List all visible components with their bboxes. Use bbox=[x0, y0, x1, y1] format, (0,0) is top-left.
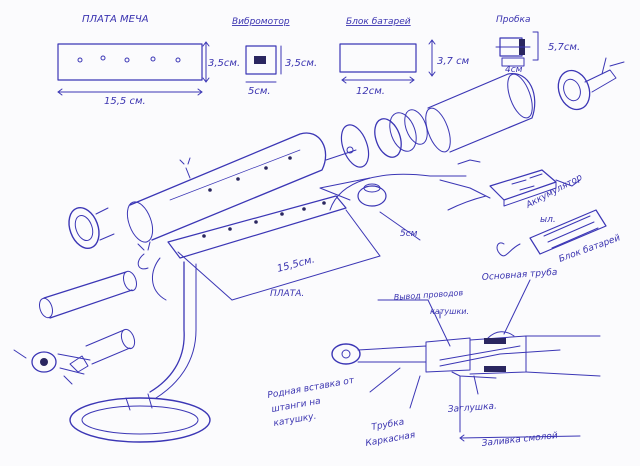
board-label: ПЛАТА. bbox=[270, 289, 304, 299]
battery-tube-section bbox=[374, 109, 428, 158]
battery-title: Блок батарей bbox=[346, 17, 411, 27]
cork-width-label: 4см bbox=[505, 65, 523, 75]
frame-tube-label-2: Каркасная bbox=[365, 430, 417, 449]
detail-leader-lines bbox=[369, 279, 581, 442]
shaft-and-coil bbox=[69, 241, 211, 443]
accumulator-label2: ыл. bbox=[540, 215, 556, 225]
vibro-motor-drawing bbox=[245, 45, 282, 83]
battery-height-label: 3,7 см bbox=[437, 56, 470, 67]
cork-drawing bbox=[495, 31, 539, 67]
main-tube-label: Основная труба bbox=[482, 268, 558, 283]
board-height-label: 3,5см. bbox=[208, 58, 240, 69]
accumulator-label: Аккумулятор bbox=[524, 173, 585, 212]
left-tube-bottom bbox=[85, 328, 136, 365]
front-ring bbox=[68, 206, 115, 250]
end-cap bbox=[557, 57, 625, 111]
left-tube-top bbox=[39, 270, 137, 319]
battery-holder-drawing bbox=[496, 209, 607, 257]
battery-block-drawing bbox=[339, 39, 436, 84]
battery-length-label: 12см. bbox=[356, 86, 385, 97]
cork-title: Пробка bbox=[496, 15, 531, 25]
coil-output-label: Вывод проводов bbox=[394, 288, 464, 302]
vibro-title: Вибромотор bbox=[232, 17, 290, 27]
board-drawing bbox=[57, 41, 210, 96]
detail-assembly bbox=[331, 331, 601, 379]
vibro-width-label: 5см. bbox=[248, 86, 271, 97]
vibro-tube-section bbox=[325, 124, 370, 168]
insert-label-3: катушку. bbox=[273, 412, 317, 429]
coil-output-label2: катушки. bbox=[430, 307, 469, 316]
board-tube bbox=[126, 132, 327, 243]
board-dimension-line bbox=[177, 209, 381, 301]
accumulator-drawing bbox=[489, 169, 581, 207]
foam-fill-label: Заливка смолой bbox=[481, 431, 558, 449]
wiring bbox=[329, 159, 491, 211]
frame-tube-label-1: Трубка bbox=[371, 417, 405, 433]
battery-block-label: Блок батарей bbox=[558, 233, 622, 265]
plug-label: Заглушка. bbox=[448, 402, 498, 415]
bolt-drawing bbox=[13, 349, 91, 385]
vibro-height-label: 3,5см. bbox=[285, 58, 317, 69]
board-15-5-label: 15,5см. bbox=[276, 254, 316, 275]
board-5cm-label: 5см bbox=[400, 229, 418, 239]
board-circuit bbox=[152, 177, 421, 301]
board-length-label: 15,5 см. bbox=[104, 96, 146, 107]
cork-height-label: 5,7см. bbox=[548, 42, 580, 53]
board-title: ПЛАТА МЕЧА bbox=[82, 14, 149, 25]
main-tube-end bbox=[425, 73, 536, 153]
